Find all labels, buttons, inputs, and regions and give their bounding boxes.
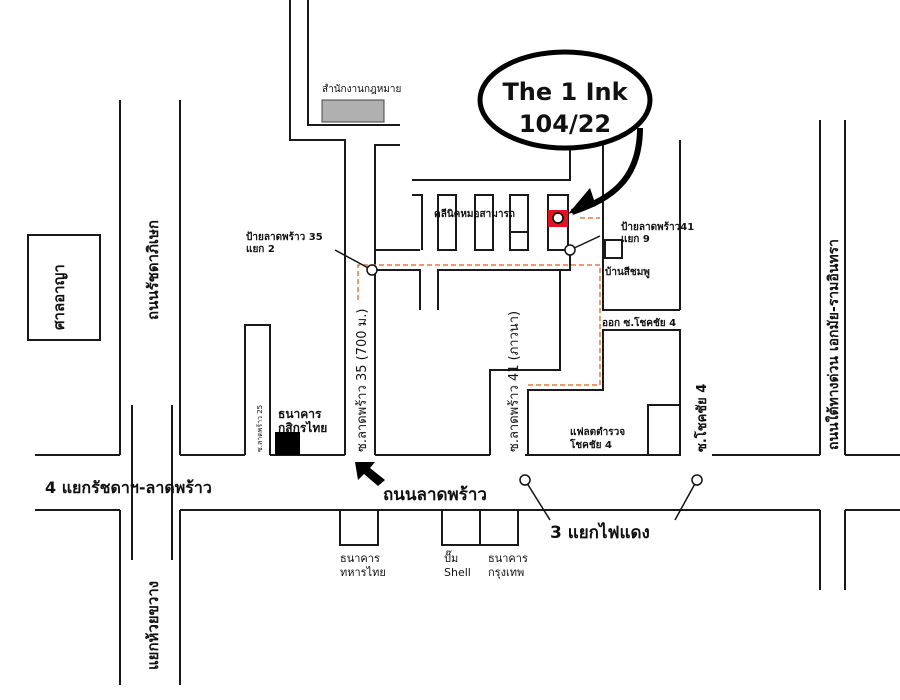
bus-stop-markers: [334, 235, 703, 521]
bus-stop-41-label: ป้ายลาดพร้าว41: [621, 221, 694, 233]
law-office-building: [321, 99, 385, 123]
entry-arrow-icon: [355, 462, 385, 486]
callout-bubble: [477, 49, 653, 151]
law-office-label: สำนักงานกฎหมาย: [322, 84, 401, 95]
bus-stop-41-sub: แยก 9: [621, 234, 650, 245]
soi-35-label: ซ.ลาดพร้าว 35 (700 ม.): [355, 309, 370, 452]
intersection-3-label: 3 แยกไฟแดง: [550, 522, 650, 543]
kasikorn-bank-building: [275, 432, 300, 455]
pink-house-label: บ้านสีชมพู: [605, 266, 650, 279]
route-path: [357, 264, 601, 386]
soi-chokchai-label: ซ.โชคชัย 4: [693, 384, 710, 452]
callout-title: The 1 Ink: [502, 78, 628, 106]
callout-address: 104/22: [519, 110, 611, 138]
tmb-sub: ทหารไทย: [340, 566, 386, 579]
criminal-court-label: ศาลอาญา: [50, 264, 68, 330]
huai-khwang-label: แยกห้วยขวาง: [144, 581, 162, 670]
bus-stop-35-label: ป้ายลาดพร้าว 35: [246, 231, 323, 243]
police-flat-sub: โชคชัย 4: [569, 438, 612, 451]
tmb-label: ธนาคาร: [340, 552, 380, 565]
soi-25-label: ซ.ลาดพร้าว 25: [256, 405, 264, 452]
clinic-label: คลีนิคหมอสามารถ: [434, 208, 515, 220]
shell-sub: Shell: [444, 566, 471, 579]
ratchadaphisek-road-label: ถนนรัชดาภิเษก: [144, 220, 162, 320]
shell-label: ปั๊ม: [444, 550, 458, 565]
police-flat-label: แฟลตตำรวจ: [570, 426, 625, 438]
bangkok-bank-sub: กรุงเทพ: [488, 566, 524, 579]
bus-stop-35-sub: แยก 2: [246, 244, 275, 255]
lat-phrao-road-label: ถนนลาดพร้าว: [383, 485, 487, 505]
road-outlines: [27, 0, 900, 685]
kasikorn-sub: กสิกรไทย: [278, 420, 327, 435]
exit-chokchai-label: ออก ซ.โชคชัย 4: [602, 316, 676, 329]
intersection-4-label: 4 แยกรัชดาฯ-ลาดพร้าว: [45, 478, 212, 497]
bangkok-bank-label: ธนาคาร: [488, 552, 528, 565]
kasikorn-label: ธนาคาร: [278, 407, 322, 421]
expressway-label: ถนนใต้ทางด่วน เอกมัย-รามอินทรา: [824, 239, 842, 450]
soi-41-label: ซ.ลาดพร้าว 41 (ภาวนา): [507, 311, 522, 452]
